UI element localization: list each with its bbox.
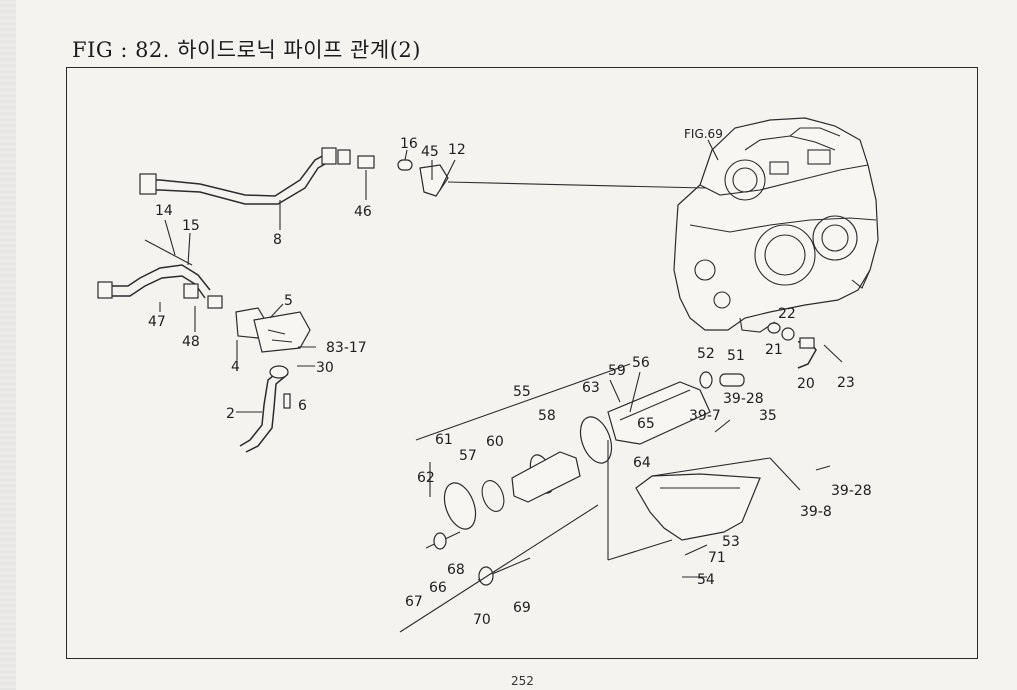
part-label-15: 15 <box>182 218 200 234</box>
part-label-5: 5 <box>284 293 293 309</box>
part-label-45: 45 <box>421 144 439 160</box>
guard-plate-53 <box>635 457 801 541</box>
part-label-59: 59 <box>608 363 626 379</box>
ref-label-fig69: FIG.69 <box>684 127 723 141</box>
part-label-70: 70 <box>473 612 491 628</box>
part-label-48: 48 <box>182 334 200 350</box>
part-label-60: 60 <box>486 434 504 450</box>
part-label-30: 30 <box>316 360 334 376</box>
part-label-16: 16 <box>400 136 418 152</box>
part-label-69: 69 <box>513 600 531 616</box>
part-label-54: 54 <box>697 572 715 588</box>
page-number: 252 <box>511 674 534 688</box>
part-label-39-7: 39-7 <box>689 408 721 424</box>
part-label-62: 62 <box>417 470 435 486</box>
part-label-55: 55 <box>513 384 531 400</box>
part-label-61: 61 <box>435 432 453 448</box>
part-label-65: 65 <box>637 416 655 432</box>
hose-assembly-47 <box>97 239 316 453</box>
part-label-8: 8 <box>273 232 282 248</box>
hose-20 <box>699 322 843 389</box>
part-label-46: 46 <box>354 204 372 220</box>
scan-edge <box>0 0 16 690</box>
part-label-23: 23 <box>837 375 855 391</box>
part-label-67: 67 <box>405 594 423 610</box>
part-label-51: 51 <box>727 348 745 364</box>
part-label-6: 6 <box>298 398 307 414</box>
part-label-63: 63 <box>582 380 600 396</box>
part-label-83-17: 83-17 <box>326 340 367 356</box>
part-label-35: 35 <box>759 408 777 424</box>
part-label-22: 22 <box>778 306 796 322</box>
part-label-14: 14 <box>155 203 173 219</box>
part-label-71: 71 <box>708 550 726 566</box>
part-label-53: 53 <box>722 534 740 550</box>
part-label-52: 52 <box>697 346 715 362</box>
part-label-57: 57 <box>459 448 477 464</box>
ref-leader <box>707 139 719 161</box>
part-label-39-8: 39-8 <box>800 504 832 520</box>
part-label-56: 56 <box>632 355 650 371</box>
part-label-58: 58 <box>538 408 556 424</box>
part-numbers: 16 45 12 46 8 14 15 47 48 5 4 83-17 30 2… <box>148 136 872 628</box>
part-label-12: 12 <box>448 142 466 158</box>
part-label-2: 2 <box>226 406 235 422</box>
leader-lines <box>159 149 831 578</box>
diagram-frame <box>66 67 978 659</box>
part-label-39-28-a: 39-28 <box>723 391 764 407</box>
transmission-housing <box>673 117 879 333</box>
part-label-47: 47 <box>148 314 166 330</box>
part-label-68: 68 <box>447 562 465 578</box>
part-label-39-28-b: 39-28 <box>831 483 872 499</box>
part-label-4: 4 <box>231 359 240 375</box>
figure-title: FIG : 82. 하이드로닉 파이프 관계(2) <box>72 38 421 62</box>
part-label-21: 21 <box>765 342 783 358</box>
filter-assembly <box>399 381 711 633</box>
part-label-66: 66 <box>429 580 447 596</box>
part-label-20: 20 <box>797 376 815 392</box>
part-label-64: 64 <box>633 455 651 471</box>
